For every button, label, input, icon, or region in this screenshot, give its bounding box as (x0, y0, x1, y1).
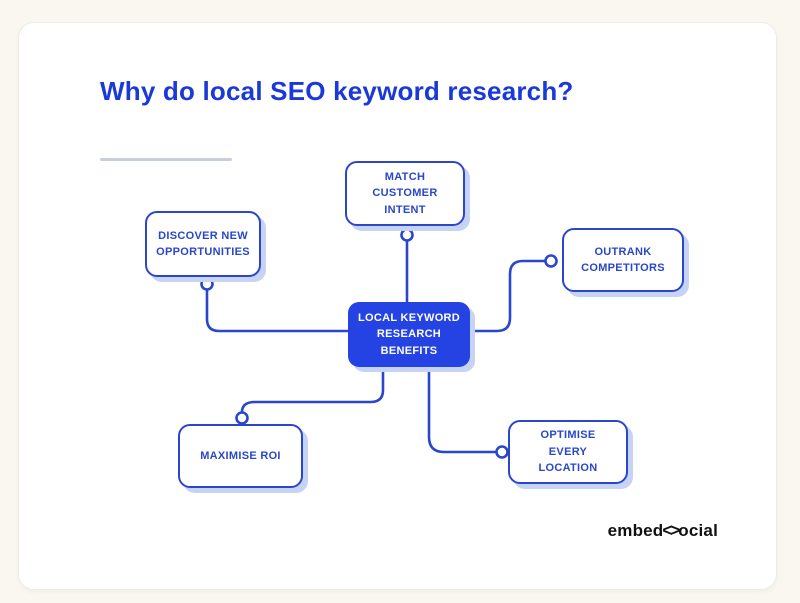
node-label: MATCH CUSTOMER INTENT (372, 170, 438, 216)
logo-s-glyph-icon: <> (662, 520, 680, 541)
title-underline-divider (100, 158, 232, 161)
page-title: Why do local SEO keyword research? (100, 76, 574, 106)
node-label: OPTIMISE EVERY LOCATION (538, 429, 598, 475)
center-node-label: LOCAL KEYWORD RESEARCH BENEFITS (357, 311, 461, 357)
logo-text-prefix: embed (607, 521, 664, 540)
node-local-keyword-research-benefits: LOCAL KEYWORD RESEARCH BENEFITS (348, 302, 470, 367)
node-discover-new-opportunities: DISCOVER NEW OPPORTUNITIES (145, 211, 261, 277)
node-label: MAXIMISE ROI (200, 449, 281, 462)
embedsocial-logo: embed<>ocial (608, 521, 718, 541)
node-label: DISCOVER NEW OPPORTUNITIES (156, 229, 250, 259)
logo-text-suffix: ocial (678, 521, 718, 540)
node-label: OUTRANK COMPETITORS (581, 245, 665, 275)
node-optimise-every-location: OPTIMISE EVERY LOCATION (508, 420, 628, 484)
node-match-customer-intent: MATCH CUSTOMER INTENT (345, 161, 465, 226)
node-outrank-competitors: OUTRANK COMPETITORS (562, 228, 684, 292)
node-maximise-roi: MAXIMISE ROI (178, 424, 303, 488)
